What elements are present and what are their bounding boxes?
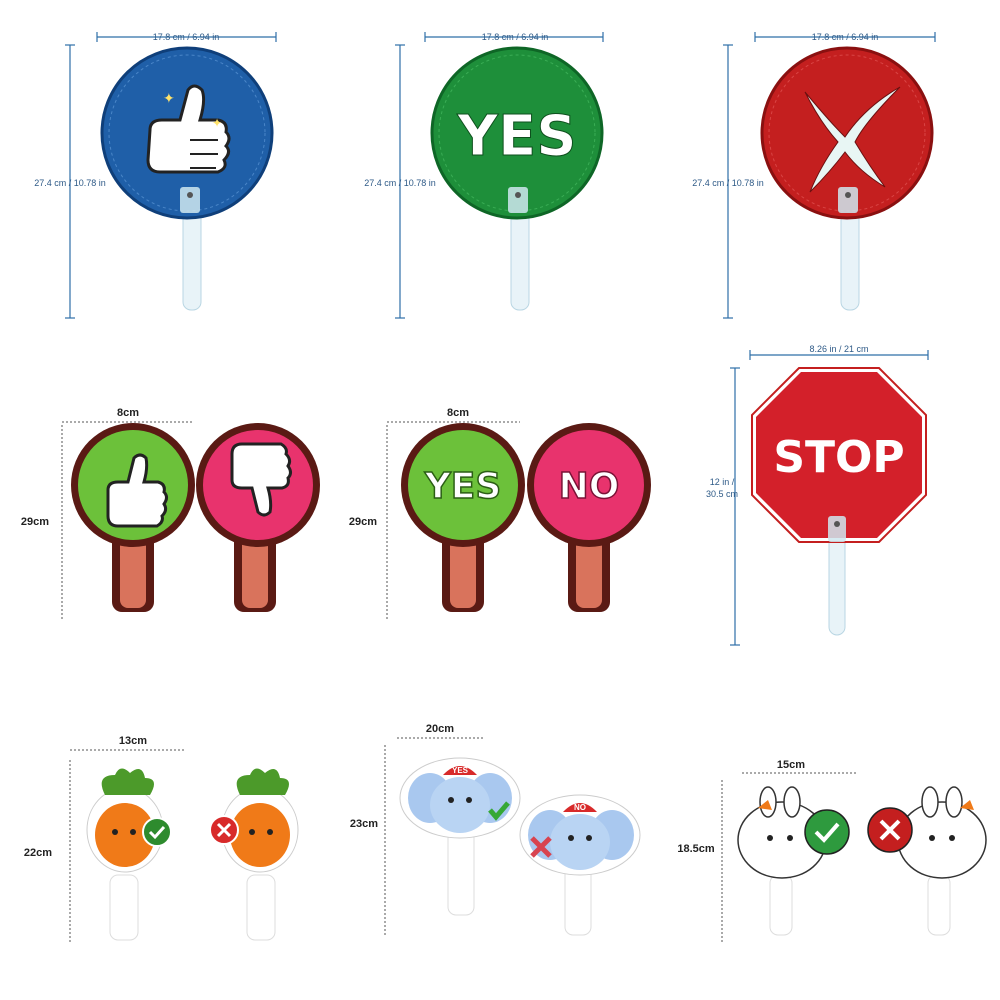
height-label: 22cm [24, 847, 52, 859]
height-label: 27.4 cm / 10.78 in [34, 178, 106, 188]
thumbs-up-icon [106, 453, 168, 528]
yes-text: YES [456, 104, 576, 169]
height-label: 27.4 cm / 10.78 in [692, 178, 764, 188]
svg-text:✦: ✦ [212, 116, 222, 130]
product-thumb-paddles: 8cm 29cm [0, 340, 340, 640]
checkmark-icon [814, 822, 840, 843]
product-carrot-paddles: 13cm 22cm [0, 680, 330, 980]
height-label-line2: 30.5 cm [706, 489, 738, 499]
product-x-fan: 17.8 cm / 6.94 in 27.4 cm / 10.78 in [665, 0, 1000, 330]
x-mark-icon [804, 86, 901, 193]
width-label: 17.8 cm / 6.94 in [812, 32, 879, 42]
height-label: 18.5cm [677, 843, 715, 855]
thumbs-down-icon [230, 442, 292, 517]
width-label: 15cm [777, 759, 805, 771]
product-yes-no-paddles: 8cm 29cm YES NO [340, 340, 660, 640]
product-thumbs-up-fan: 17.8 cm / 6.94 in 27.4 cm / 10.78 in ✦ ✦ [0, 0, 335, 330]
checkmark-icon [148, 825, 166, 840]
product-bunny-paddles: 15cm 18.5cm [670, 680, 1000, 980]
width-label: 13cm [119, 735, 147, 747]
width-label: 17.8 cm / 6.94 in [153, 32, 220, 42]
cross-icon [216, 822, 232, 838]
stop-text: STOP [773, 432, 904, 483]
width-label: 8cm [447, 407, 469, 419]
height-label: 27.4 cm / 10.78 in [364, 178, 436, 188]
checkmark-icon [488, 801, 510, 821]
svg-text:✦: ✦ [163, 90, 175, 106]
product-stop-sign: 8.26 in / 21 cm 12 in / 30.5 cm STOP [680, 330, 1000, 650]
product-yes-fan: 17.8 cm / 6.94 in 27.4 cm / 10.78 in YES [335, 0, 665, 330]
height-label: 23cm [350, 818, 378, 830]
no-text: NO [559, 466, 620, 507]
height-label: 29cm [21, 516, 49, 528]
width-label: 20cm [426, 723, 454, 735]
height-label-line1: 12 in / [710, 477, 735, 487]
width-label: 8cm [117, 407, 139, 419]
yes-text: YES [424, 466, 502, 507]
width-label: 17.8 cm / 6.94 in [482, 32, 549, 42]
width-label: 8.26 in / 21 cm [809, 344, 868, 354]
thumbs-up-icon [146, 84, 231, 174]
product-elephant-paddles: 20cm 23cm YES NO [340, 680, 660, 980]
cap-yes-text: YES [452, 766, 469, 775]
cross-icon [530, 836, 552, 858]
height-label: 29cm [349, 516, 377, 528]
cross-icon [879, 819, 901, 841]
cap-no-text: NO [574, 803, 586, 812]
